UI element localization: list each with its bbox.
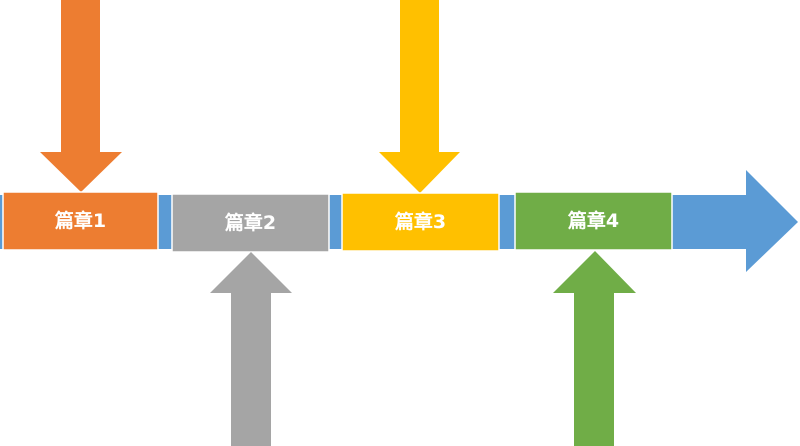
chapter-2-arrow: [210, 252, 292, 446]
chapter-2-label: 篇章2: [225, 211, 276, 234]
chapter-1-label: 篇章1: [55, 209, 106, 232]
chapter-2-box: [171, 193, 330, 253]
chapter-3-box: [341, 192, 500, 252]
chapter-3: 篇章3: [341, 0, 500, 252]
chapter-4-arrow: [553, 251, 636, 446]
chapter-3-arrow: [379, 0, 460, 193]
chapter-3-label: 篇章3: [395, 210, 446, 233]
chapter-1-arrow: [40, 0, 122, 192]
chapter-4: 篇章4: [514, 191, 673, 446]
chapter-4-box: [514, 191, 673, 251]
chapter-2: 篇章2: [171, 193, 330, 446]
chapter-1-box: [2, 191, 159, 251]
chapter-4-label: 篇章4: [568, 209, 619, 232]
chapter-1: 篇章1: [2, 0, 159, 251]
